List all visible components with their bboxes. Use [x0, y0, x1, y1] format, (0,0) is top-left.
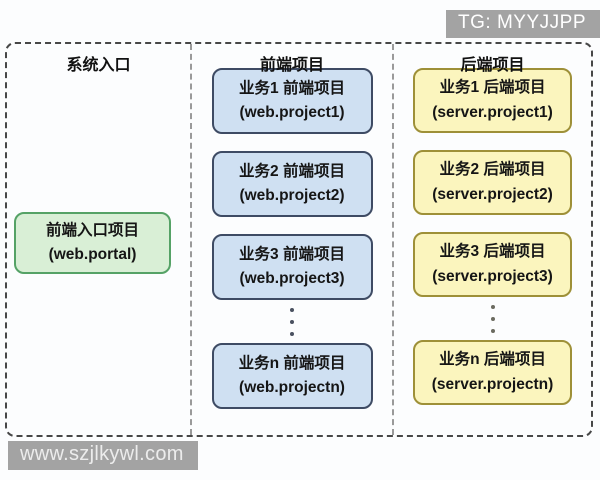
dot	[490, 316, 495, 321]
node-title: 业务1 前端项目	[239, 79, 345, 97]
node-subtitle: (server.project2)	[432, 185, 553, 203]
node-title: 业务3 后端项目	[439, 243, 546, 261]
column-header-frontend: 前端项目	[259, 57, 324, 74]
node-subtitle: (server.projectn)	[431, 375, 554, 393]
node-web-project1: 业务1 前端项目 (web.project1)	[211, 68, 373, 134]
node-server-projectn: 业务n 后端项目 (server.projectn)	[413, 340, 572, 405]
node-web-portal: 前端入口项目 (web.portal)	[14, 212, 171, 274]
node-title: 业务1 后端项目	[439, 79, 546, 97]
node-subtitle: (web.projectn)	[239, 379, 345, 396]
node-subtitle: (web.project1)	[239, 104, 345, 121]
node-title: 业务n 前端项目	[238, 354, 346, 372]
dot	[290, 319, 294, 324]
vertical-ellipsis-icon	[394, 297, 591, 340]
node-server-project1: 业务1 后端项目 (server.project1)	[413, 68, 572, 133]
watermark-top-badge: TG: MYYJJPP	[446, 10, 600, 38]
node-subtitle: (web.project2)	[239, 187, 345, 204]
node-title: 业务n 后端项目	[439, 351, 546, 369]
node-subtitle: (web.project3)	[239, 270, 345, 287]
node-web-project3: 业务3 前端项目 (web.project3)	[211, 234, 373, 300]
node-title: 业务2 前端项目	[239, 162, 345, 180]
column-frontend-projects: 前端项目 业务1 前端项目 (web.project1) 业务2 前端项目 (w…	[190, 44, 394, 435]
node-subtitle: (web.portal)	[48, 246, 137, 263]
column-header-system-entry: 系统入口	[66, 57, 131, 74]
node-server-project2: 业务2 后端项目 (server.project2)	[413, 150, 572, 215]
node-title: 业务2 后端项目	[439, 161, 546, 179]
column-system-entry: 系统入口 前端入口项目 (web.portal)	[7, 44, 190, 435]
node-subtitle: (server.project3)	[432, 267, 553, 285]
column-backend-projects: 后端项目 业务1 后端项目 (server.project1) 业务2 后端项目…	[394, 44, 591, 435]
dot	[490, 304, 495, 309]
watermark-bottom-badge: www.szjlkywl.com	[8, 441, 198, 470]
dot	[490, 328, 495, 333]
dot	[290, 331, 294, 336]
dot	[290, 307, 294, 312]
vertical-ellipsis-icon	[192, 300, 392, 343]
node-title: 前端入口项目	[45, 221, 139, 239]
node-web-projectn: 业务n 前端项目 (web.projectn)	[211, 343, 373, 409]
node-subtitle: (server.project1)	[432, 103, 553, 121]
node-web-project2: 业务2 前端项目 (web.project2)	[211, 151, 373, 217]
architecture-diagram: 系统入口 前端入口项目 (web.portal) 前端项目 业务1 前端项目 (…	[5, 42, 593, 437]
node-server-project3: 业务3 后端项目 (server.project3)	[413, 232, 572, 297]
column-header-backend: 后端项目	[460, 57, 525, 74]
node-title: 业务3 前端项目	[239, 245, 345, 263]
